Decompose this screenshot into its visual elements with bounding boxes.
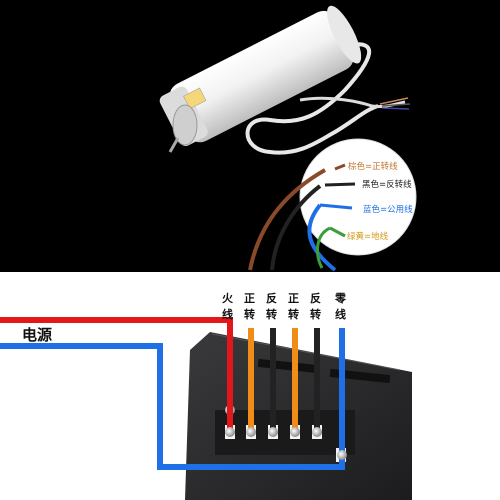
terminal-1-top: 火 [222, 292, 234, 305]
screw [290, 427, 300, 437]
legend-brown-label: 棕色=正转线 [348, 161, 398, 172]
motor-cable [245, 42, 379, 155]
terminal-4-bottom: 转 [288, 307, 299, 321]
power-label: 电源 [22, 326, 52, 344]
terminal-5-top: 反 [310, 291, 321, 305]
live-wire [0, 317, 233, 432]
terminal-4-top: 正 [288, 292, 299, 305]
wire-color-legend: 棕色=正转线 黑色=反转线 蓝色=公用线 绿黄=地线 [299, 138, 417, 256]
neutral-wire [0, 328, 345, 470]
terminal-6-top: 零 [334, 292, 347, 305]
motor-wires [248, 168, 337, 272]
terminal-screws [225, 427, 347, 460]
terminal-block [215, 405, 355, 462]
screw [337, 450, 347, 460]
motor-end-cap [168, 104, 198, 153]
power-lines: 电源 [0, 317, 345, 470]
motor-cable-wire-ends [379, 97, 411, 110]
terminal-labels: 火 线 正 转 反 转 正 转 反 转 零 线 [222, 291, 347, 321]
motor-cable-loop [299, 96, 406, 108]
motor-tube [159, 5, 362, 153]
screw [246, 427, 256, 437]
terminal-1-bottom: 线 [222, 307, 233, 321]
terminal-5-bottom: 转 [310, 307, 321, 321]
legend-black-label: 黑色=反转线 [362, 179, 412, 190]
terminal-6-bottom: 线 [335, 307, 346, 321]
legend-green-label: 绿黄=地线 [347, 231, 389, 242]
terminal-2-bottom: 转 [244, 307, 255, 321]
terminal-wires [248, 328, 320, 432]
terminal-3-top: 反 [266, 291, 277, 305]
legend-blue-label: 蓝色=公用线 [363, 204, 413, 215]
terminal-2-top: 正 [244, 292, 255, 305]
terminal-3-bottom: 转 [266, 307, 277, 321]
screw [268, 427, 278, 437]
photo-background [0, 0, 500, 272]
screw [312, 427, 322, 437]
screw [225, 427, 235, 437]
